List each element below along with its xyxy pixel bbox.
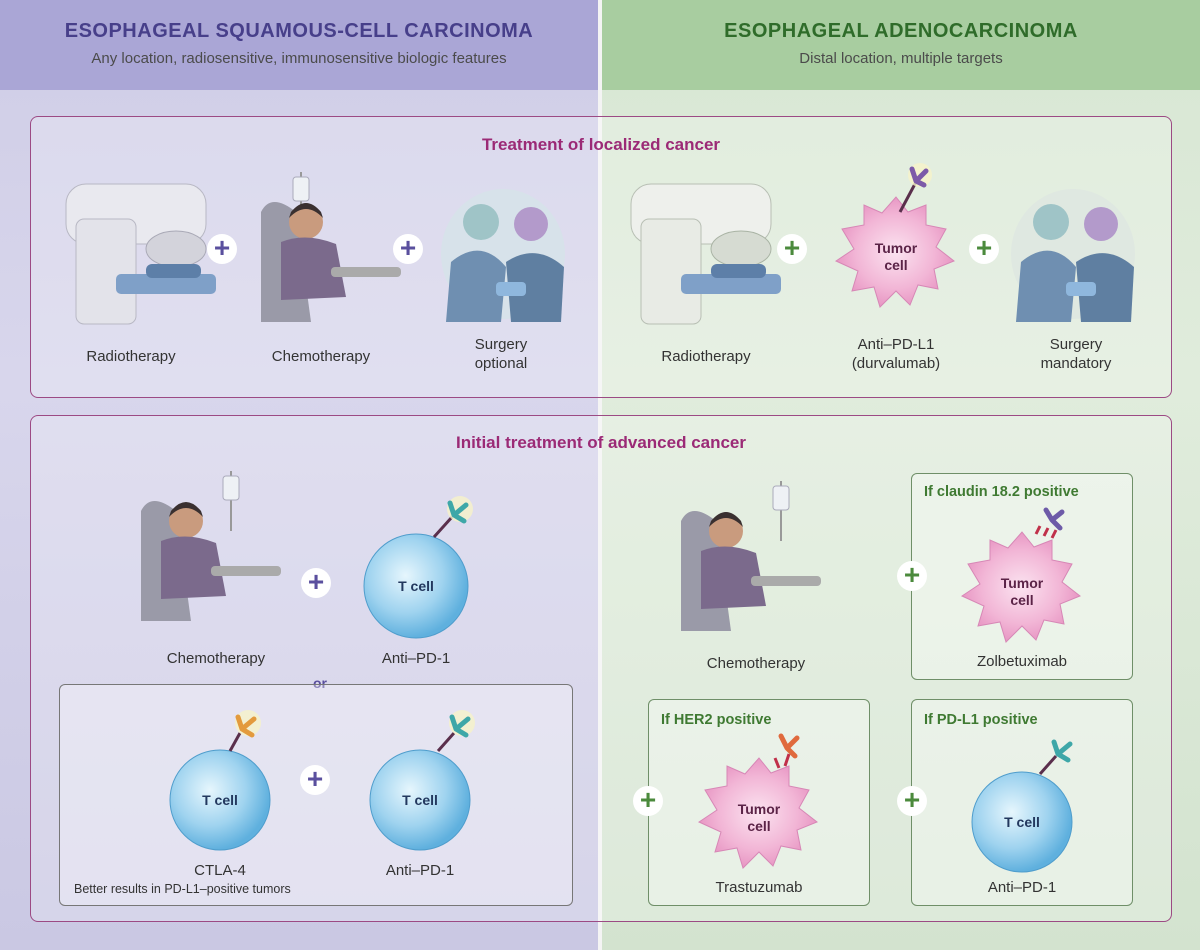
adeno-subtitle: Distal location, multiple targets xyxy=(799,50,1003,67)
her2-box: If HER2 positive Tumor cell Trastuzumab xyxy=(648,699,870,906)
tcell-label: T cell xyxy=(202,792,238,808)
tcell-label: T cell xyxy=(1004,814,1040,830)
plus-icon: + xyxy=(897,561,927,591)
plus-icon: + xyxy=(300,765,330,795)
label-anti-pd1-b: Anti–PD-1 xyxy=(385,862,455,879)
label-anti-pdl1: Anti–PD-L1 (durvalumab) xyxy=(816,335,976,373)
tumor-cell-icon: Tumor cell xyxy=(697,733,818,869)
tumor-label-1: Tumor xyxy=(738,801,781,817)
adeno-header: ESOPHAGEAL ADENOCARCINOMA Distal locatio… xyxy=(602,0,1200,90)
surgery-line2: mandatory xyxy=(1040,355,1112,372)
t-cell-icon: T cell xyxy=(369,710,475,851)
tumor-label-1: Tumor xyxy=(875,240,918,256)
pdl1-note: Better results in PD-L1–positive tumors xyxy=(74,882,291,896)
localized-title: Treatment of localized cancer xyxy=(481,135,721,154)
chemotherapy-patient-icon xyxy=(261,172,401,322)
or-label: or xyxy=(313,675,327,691)
advanced-panel: Initial treatment of advanced cancer + T… xyxy=(30,415,1172,922)
her2-title: If HER2 positive xyxy=(661,712,772,728)
plus-icon: + xyxy=(633,786,663,816)
tcell-label: T cell xyxy=(398,578,434,594)
center-divider xyxy=(598,0,602,950)
tcell-label: T cell xyxy=(402,792,438,808)
t-cell-icon: T cell xyxy=(169,710,271,851)
tumor-label-2: cell xyxy=(884,257,907,273)
squamous-title: ESOPHAGEAL SQUAMOUS-CELL CARCINOMA xyxy=(64,20,534,42)
adeno-title: ESOPHAGEAL ADENOCARCINOMA xyxy=(724,20,1078,42)
plus-icon: + xyxy=(897,786,927,816)
label-chemotherapy-right: Chemotherapy xyxy=(706,655,806,672)
label-surgery-optional: Surgery optional xyxy=(426,335,576,373)
label-radiotherapy: Radiotherapy xyxy=(86,348,176,365)
plus-icon: + xyxy=(301,568,331,598)
radiotherapy-machine-icon xyxy=(630,183,781,325)
antipdl1-line1: Anti–PD-L1 xyxy=(857,336,935,353)
claudin-title: If claudin 18.2 positive xyxy=(924,484,1079,500)
tumor-label-1: Tumor xyxy=(1001,575,1044,591)
t-cell-icon: T cell xyxy=(363,496,473,639)
label-anti-pd1: Anti–PD-1 xyxy=(381,650,451,667)
plus-icon: + xyxy=(969,234,999,264)
tumor-cell-icon: Tumor cell xyxy=(960,507,1081,643)
radiotherapy-machine-icon xyxy=(65,183,216,325)
pdl1-title: If PD-L1 positive xyxy=(924,712,1038,728)
plus-icon: + xyxy=(207,234,237,264)
t-cell-icon: T cell xyxy=(971,739,1073,873)
surgery-icon xyxy=(441,189,565,322)
plus-icon: + xyxy=(393,234,423,264)
localized-panel: Treatment of localized cancer + + Radiot… xyxy=(30,116,1172,398)
surgery-line1: Surgery xyxy=(1049,336,1103,353)
claudin-box: If claudin 18.2 positive Tumor cell Zolb… xyxy=(911,473,1133,680)
plus-icon: + xyxy=(777,234,807,264)
label-trastuzumab: Trastuzumab xyxy=(715,879,803,896)
label-ctla4: CTLA-4 xyxy=(194,862,246,879)
combination-box: T cell + T cell CTLA-4 Anti–PD-1 Better … xyxy=(59,684,573,906)
tumor-label-2: cell xyxy=(1010,592,1033,608)
chemotherapy-patient-icon xyxy=(681,481,821,631)
surgery-line2: optional xyxy=(474,355,528,372)
tumor-cell-icon: Tumor cell xyxy=(834,163,955,308)
surgery-line1: Surgery xyxy=(474,336,528,353)
chemotherapy-patient-icon xyxy=(141,471,281,621)
label-surgery-mandatory: Surgery mandatory xyxy=(1001,335,1151,373)
squamous-background xyxy=(0,0,598,950)
surgery-icon xyxy=(1011,189,1135,322)
label-zolbetuximab: Zolbetuximab xyxy=(976,653,1068,670)
advanced-title: Initial treatment of advanced cancer xyxy=(455,433,747,452)
squamous-header: ESOPHAGEAL SQUAMOUS-CELL CARCINOMA Any l… xyxy=(0,0,598,90)
pdl1-box: If PD-L1 positive T cell Anti–PD-1 xyxy=(911,699,1133,906)
label-chemotherapy: Chemotherapy xyxy=(271,348,371,365)
squamous-subtitle: Any location, radiosensitive, immunosens… xyxy=(91,50,507,67)
label-chemotherapy: Chemotherapy xyxy=(166,650,266,667)
label-anti-pd1-right: Anti–PD-1 xyxy=(987,879,1057,896)
label-radiotherapy-right: Radiotherapy xyxy=(661,348,751,365)
antipdl1-line2: (durvalumab) xyxy=(851,355,941,372)
tumor-label-2: cell xyxy=(747,818,770,834)
